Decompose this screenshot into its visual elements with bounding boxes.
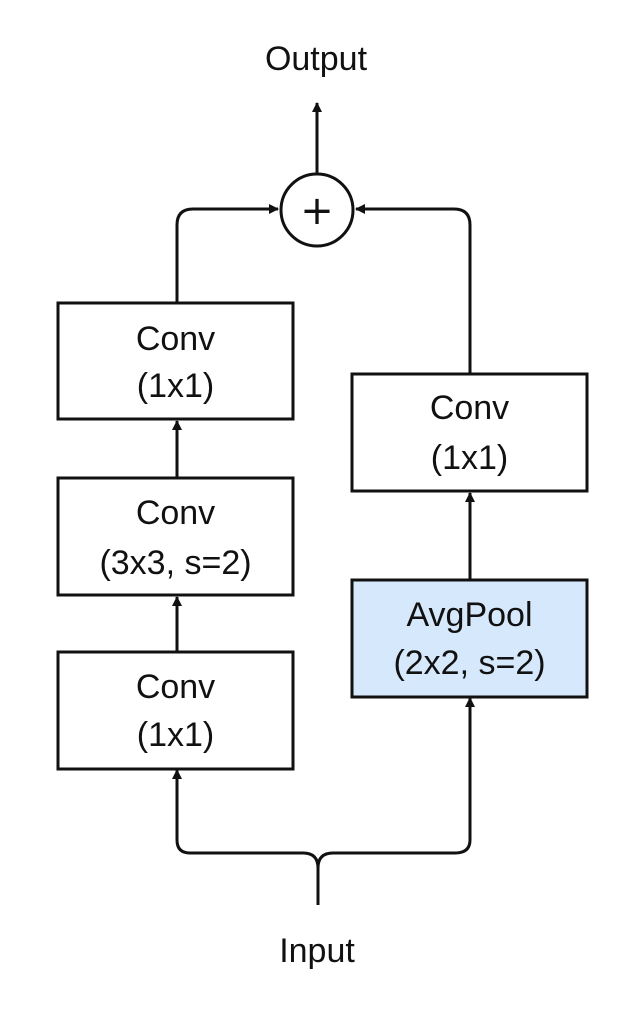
main-to-sum-arrow xyxy=(175,204,279,303)
input-label: Input xyxy=(279,932,355,970)
sum-symbol: + xyxy=(300,188,334,234)
block-label-line1: Conv xyxy=(136,494,215,532)
main-conv-1x1-top-block: Conv (1x1) xyxy=(56,301,295,421)
output-label: Output xyxy=(265,40,368,78)
block-label-line1: Conv xyxy=(430,389,509,427)
block-label-line2: (1x1) xyxy=(431,439,508,477)
block-label-line1: Conv xyxy=(136,668,215,706)
main-conv-3x3-block: Conv (3x3, s=2) xyxy=(56,476,295,597)
block-label-line1: Conv xyxy=(136,320,215,358)
main-conv-1x1-bottom-block: Conv (1x1) xyxy=(56,650,295,771)
block-label-line2: (1x1) xyxy=(137,367,214,405)
shortcut-to-sum-arrow xyxy=(355,204,472,374)
block-label-line1: AvgPool xyxy=(406,596,532,634)
shortcut-conv-1x1-block: Conv (1x1) xyxy=(350,372,589,493)
sum-node: + xyxy=(279,172,355,248)
input-branch-left-arrow xyxy=(172,769,320,905)
shortcut-avgpool-block: AvgPool (2x2, s=2) xyxy=(350,578,589,699)
block-label-line2: (1x1) xyxy=(137,716,214,754)
block-label-line2: (3x3, s=2) xyxy=(99,544,251,582)
block-label-line2: (2x2, s=2) xyxy=(393,644,545,682)
input-branch-right-arrow xyxy=(316,697,475,905)
